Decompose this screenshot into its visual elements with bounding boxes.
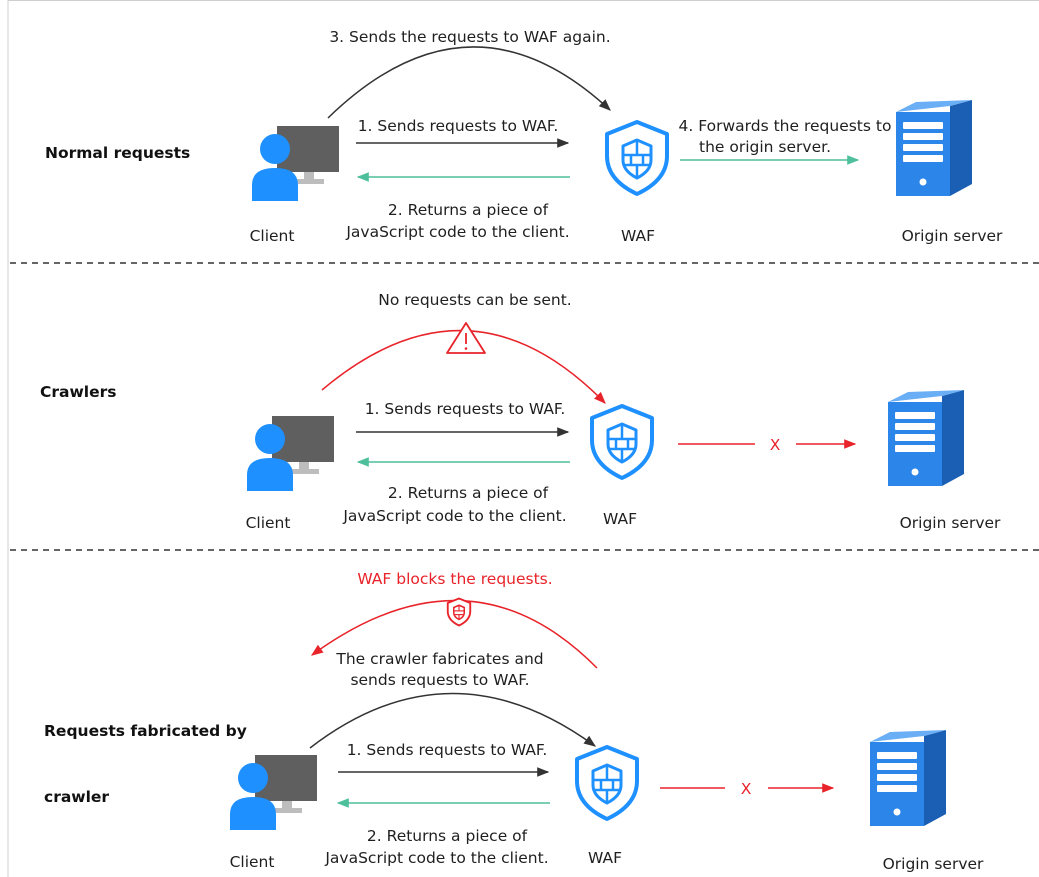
forward-label-line1: 4. Forwards the requests to: [679, 117, 892, 135]
send-label: 1. Sends requests to WAF.: [358, 117, 559, 135]
section-normal-requests: Normal requests 3. Sends the requests to…: [45, 28, 1003, 245]
waf-label: WAF: [621, 227, 655, 245]
send-label: 1. Sends requests to WAF.: [347, 741, 548, 759]
return-label-line1: 2. Returns a piece of: [388, 201, 549, 219]
warning-triangle-icon: [446, 322, 486, 354]
fabricate-label-line2: sends requests to WAF.: [350, 671, 529, 689]
send-label: 1. Sends requests to WAF.: [365, 400, 566, 418]
blocked-x-mark: X: [770, 436, 781, 454]
small-shield-icon: [446, 597, 472, 627]
client-icon: [247, 416, 334, 491]
origin-server-icon: [888, 390, 964, 486]
waf-shield-icon: [575, 745, 639, 821]
waf-shield-icon: [605, 120, 669, 196]
origin-server-icon: [896, 100, 972, 196]
section-heading-line2: crawler: [44, 788, 109, 806]
client-icon: [230, 755, 317, 830]
section-heading-line1: Requests fabricated by: [44, 722, 247, 740]
return-label-line1: 2. Returns a piece of: [367, 827, 528, 845]
return-label-line2: JavaScript code to the client.: [324, 849, 548, 867]
no-requests-label: No requests can be sent.: [378, 291, 571, 309]
fabricated-send-arc-arrow: [309, 692, 596, 749]
waf-label: WAF: [603, 510, 637, 528]
waf-blocks-label: WAF blocks the requests.: [357, 570, 552, 588]
server-label: Origin server: [902, 227, 1003, 245]
forward-label-line2: the origin server.: [699, 138, 831, 156]
waf-label: WAF: [588, 849, 622, 867]
fabricate-label-line1: The crawler fabricates and: [335, 650, 543, 668]
section-fabricated-requests: Requests fabricated by crawler WAF block…: [44, 570, 984, 873]
return-label-line1: 2. Returns a piece of: [388, 484, 549, 502]
return-label-line2: JavaScript code to the client.: [345, 223, 569, 241]
client-label: Client: [246, 514, 291, 532]
waf-shield-icon: [590, 404, 654, 480]
client-label: Client: [230, 853, 275, 871]
resend-arc-arrow: [327, 46, 611, 119]
server-label: Origin server: [900, 514, 1001, 532]
client-icon: [252, 126, 339, 201]
client-label: Client: [250, 227, 295, 245]
return-label-line2: JavaScript code to the client.: [342, 507, 566, 525]
section-crawlers: Crawlers No requests can be sent. Client…: [40, 291, 1001, 532]
section-heading: Crawlers: [40, 383, 117, 401]
section-heading: Normal requests: [45, 144, 190, 162]
blocked-x-mark: X: [741, 780, 752, 798]
server-label: Origin server: [883, 855, 984, 873]
origin-server-icon: [870, 730, 946, 826]
resend-label: 3. Sends the requests to WAF again.: [329, 28, 610, 46]
